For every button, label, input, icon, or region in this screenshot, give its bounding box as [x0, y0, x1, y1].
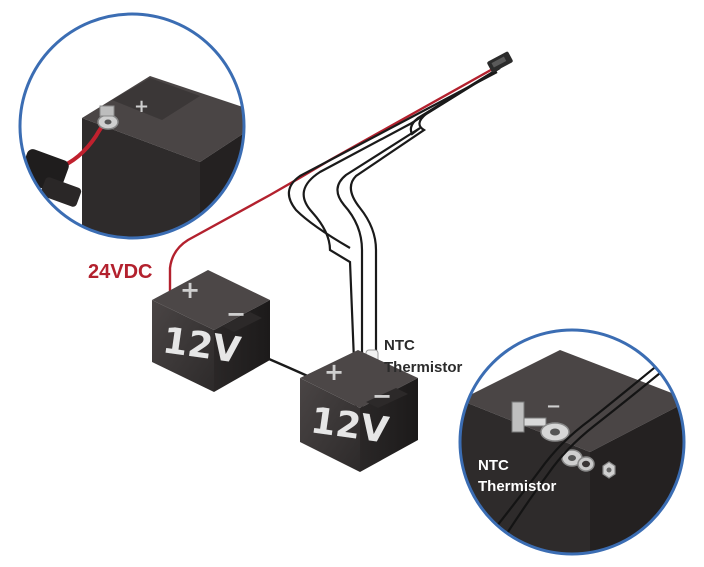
inset-thermistor-terminal: − NTC Thermistor — [458, 328, 686, 556]
battery-2-minus: − — [372, 382, 392, 410]
harness-wire-d — [287, 71, 498, 249]
battery-1: + − 12V — [152, 270, 270, 392]
thermistor-wire — [349, 67, 501, 400]
voltage-label: 24VDC — [88, 261, 152, 283]
battery-1-minus: − — [226, 300, 246, 328]
battery-1-plus: + — [180, 276, 200, 304]
harness-connector — [487, 51, 513, 73]
inset-thermistor-wire — [469, 330, 684, 554]
nut-icon — [602, 461, 616, 479]
inset-thermistor-label-line1: NTC — [478, 457, 509, 474]
washer-icon — [577, 456, 595, 472]
inset-ring-terminal — [97, 105, 119, 130]
inset-negative-terminal — [511, 401, 583, 467]
negative-wire-b — [302, 71, 495, 411]
thermistor-label-line1: NTC — [384, 337, 415, 354]
battery-2: + − 12V — [300, 350, 418, 472]
negative-wire-a — [336, 69, 497, 410]
battery-2-plus: + — [324, 358, 344, 386]
inset-positive-terminal: + — [18, 12, 246, 240]
inset-thermistor-label-line2: Thermistor — [478, 478, 557, 495]
thermistor-label-line2: Thermistor — [384, 359, 463, 376]
inset-minus-sign: − — [546, 396, 561, 417]
inset-plus-sign: + — [134, 96, 149, 117]
